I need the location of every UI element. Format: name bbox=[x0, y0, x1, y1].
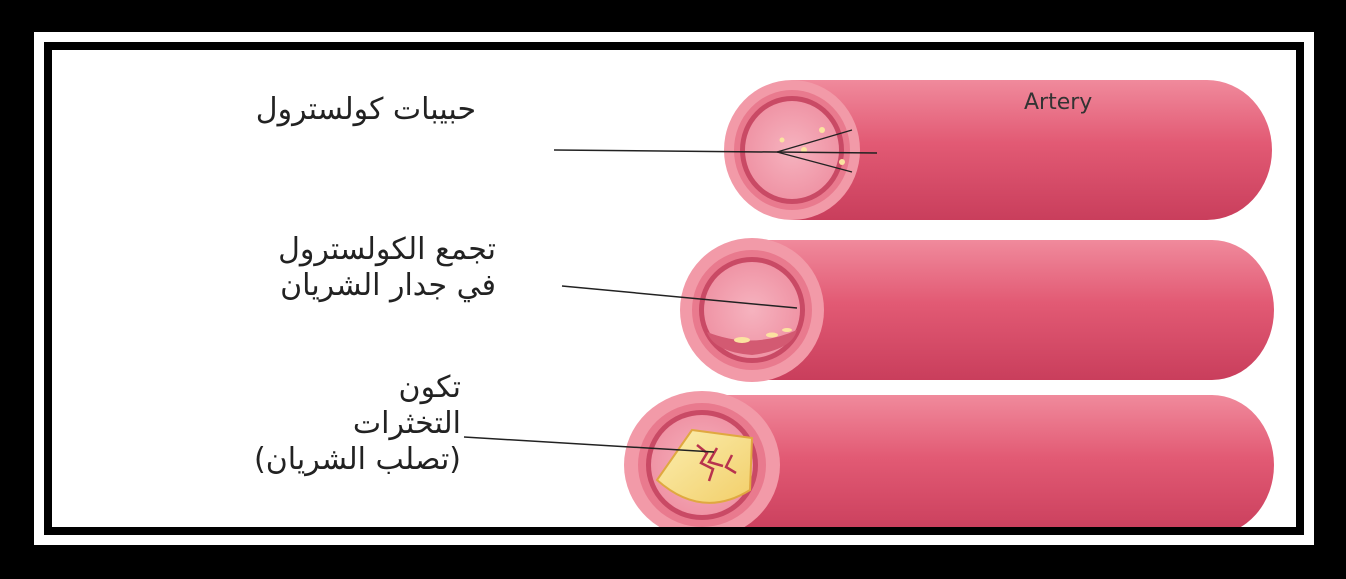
artery-label: Artery bbox=[1024, 90, 1092, 115]
artery-diagram bbox=[52, 50, 1296, 527]
label-text: التخثرات bbox=[254, 406, 461, 442]
label-text: في جدار الشريان bbox=[278, 268, 496, 304]
cholesterol-particle bbox=[780, 138, 785, 143]
label-clot-formation: تكون التخثرات (تصلب الشريان) bbox=[254, 370, 461, 478]
cholesterol-particle bbox=[819, 127, 825, 133]
white-border: Artery حبيبات كولسترول تجمع الكولسترول ف… bbox=[34, 32, 1314, 545]
label-cholesterol-accumulation: تجمع الكولسترول في جدار الشريان bbox=[278, 232, 496, 304]
label-text: تكون bbox=[254, 370, 461, 406]
cholesterol-particle bbox=[839, 159, 845, 165]
artery-healthy bbox=[724, 80, 1272, 220]
label-text: تجمع الكولسترول bbox=[278, 232, 496, 268]
label-text: (تصلب الشريان) bbox=[254, 442, 461, 478]
artery-clot bbox=[624, 391, 1274, 527]
label-cholesterol-particles: حبيبات كولسترول bbox=[256, 92, 476, 128]
artery-cholesterol-buildup bbox=[680, 238, 1274, 382]
inner-frame: Artery حبيبات كولسترول تجمع الكولسترول ف… bbox=[44, 42, 1304, 535]
label-text: حبيبات كولسترول bbox=[256, 92, 476, 128]
outer-frame: Artery حبيبات كولسترول تجمع الكولسترول ف… bbox=[16, 14, 1332, 563]
diagram-canvas: Artery حبيبات كولسترول تجمع الكولسترول ف… bbox=[52, 50, 1296, 527]
